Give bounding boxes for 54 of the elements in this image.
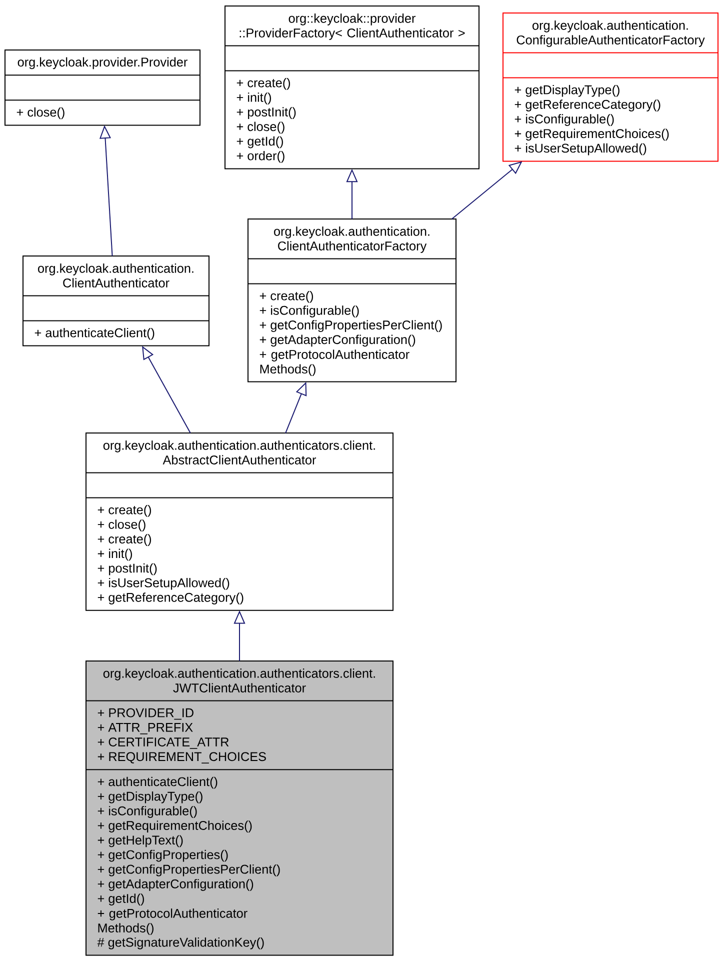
method-name: + create() (98, 504, 152, 517)
method-name: + isUserSetupAllowed() (514, 143, 646, 156)
method-name: + getAdapterConfiguration() (98, 879, 254, 891)
method-name: + getHelpText() (98, 835, 183, 848)
class-name: org::keycloak::provider ::ProviderFactory< ClientAuthenticator > (240, 14, 465, 40)
method-name: + getProtocolAuthenticator Methods() (98, 908, 248, 935)
method-name: + getConfigProperties() (98, 850, 228, 862)
method-name: + init() (236, 92, 271, 104)
method-name: + postInit() (236, 107, 296, 119)
method-name: # getSignatureValidationKey() (97, 937, 264, 950)
attribute-name: + CERTIFICATE_ATTR (98, 738, 229, 749)
class-name: org.keycloak.authentication. ClientAuthenticatorFactory (274, 226, 430, 253)
attribute-name: + REQUIREMENT_CHOICES (98, 752, 266, 764)
method-name: + getProtocolAuthenticator Methods() (260, 350, 410, 376)
class-name: org.keycloak.provider.Provider (18, 57, 188, 70)
class-name: org.keycloak.authentication. ConfigurableAuthenticatorFactory (516, 20, 705, 47)
method-name: + close() (16, 107, 64, 120)
attribute-name: + PROVIDER_ID (98, 708, 194, 720)
method-name: + isUserSetupAllowed() (98, 578, 230, 590)
method-name: + postInit() (98, 563, 157, 576)
class-name: org.keycloak.authentication.authenticators.client. JWTClientAuthenticator (103, 668, 375, 692)
method-name: + getReferenceCategory() (514, 100, 660, 112)
class-box (224, 6, 480, 170)
attribute-name: + ATTR_PREFIX (98, 723, 193, 734)
method-name: + create() (98, 534, 152, 546)
method-name: + create() (260, 290, 314, 303)
method-name: + init() (98, 548, 132, 561)
class-box (4, 50, 200, 126)
method-name: + getRequirementChoices() (514, 128, 669, 141)
class-box (502, 12, 718, 162)
method-name: + getDisplayType() (98, 791, 202, 804)
method-name: + getId() (236, 136, 283, 148)
method-name: + authenticateClient() (98, 776, 218, 789)
class-name: org.keycloak.authentication.authenticators.client. AbstractClientAuthenticator (103, 440, 375, 464)
method-name: + getConfigPropertiesPerClient() (98, 864, 280, 876)
method-name: + close() (236, 122, 284, 134)
class-box (86, 660, 394, 956)
class-box (22, 256, 210, 346)
method-name: + getAdapterConfiguration() (260, 334, 416, 347)
class-box (86, 432, 394, 611)
method-name: + isConfigurable() (514, 114, 614, 126)
class-name: org.keycloak.authentication. ClientAuthenticator (38, 264, 194, 288)
method-name: + getDisplayType() (514, 84, 620, 97)
method-name: + order() (236, 150, 284, 163)
method-name: + getRequirementChoices() (98, 820, 252, 832)
method-name: + getId() (98, 894, 144, 906)
method-name: + create() (236, 78, 290, 90)
method-name: + getReferenceCategory() (98, 592, 244, 604)
method-name: + isConfigurable() (98, 806, 197, 818)
method-name: + authenticateClient() (34, 328, 154, 340)
method-name: + isConfigurable() (260, 306, 359, 318)
method-name: + close() (98, 520, 146, 532)
method-name: + getConfigPropertiesPerClient() (260, 320, 442, 332)
class-box (248, 218, 456, 382)
